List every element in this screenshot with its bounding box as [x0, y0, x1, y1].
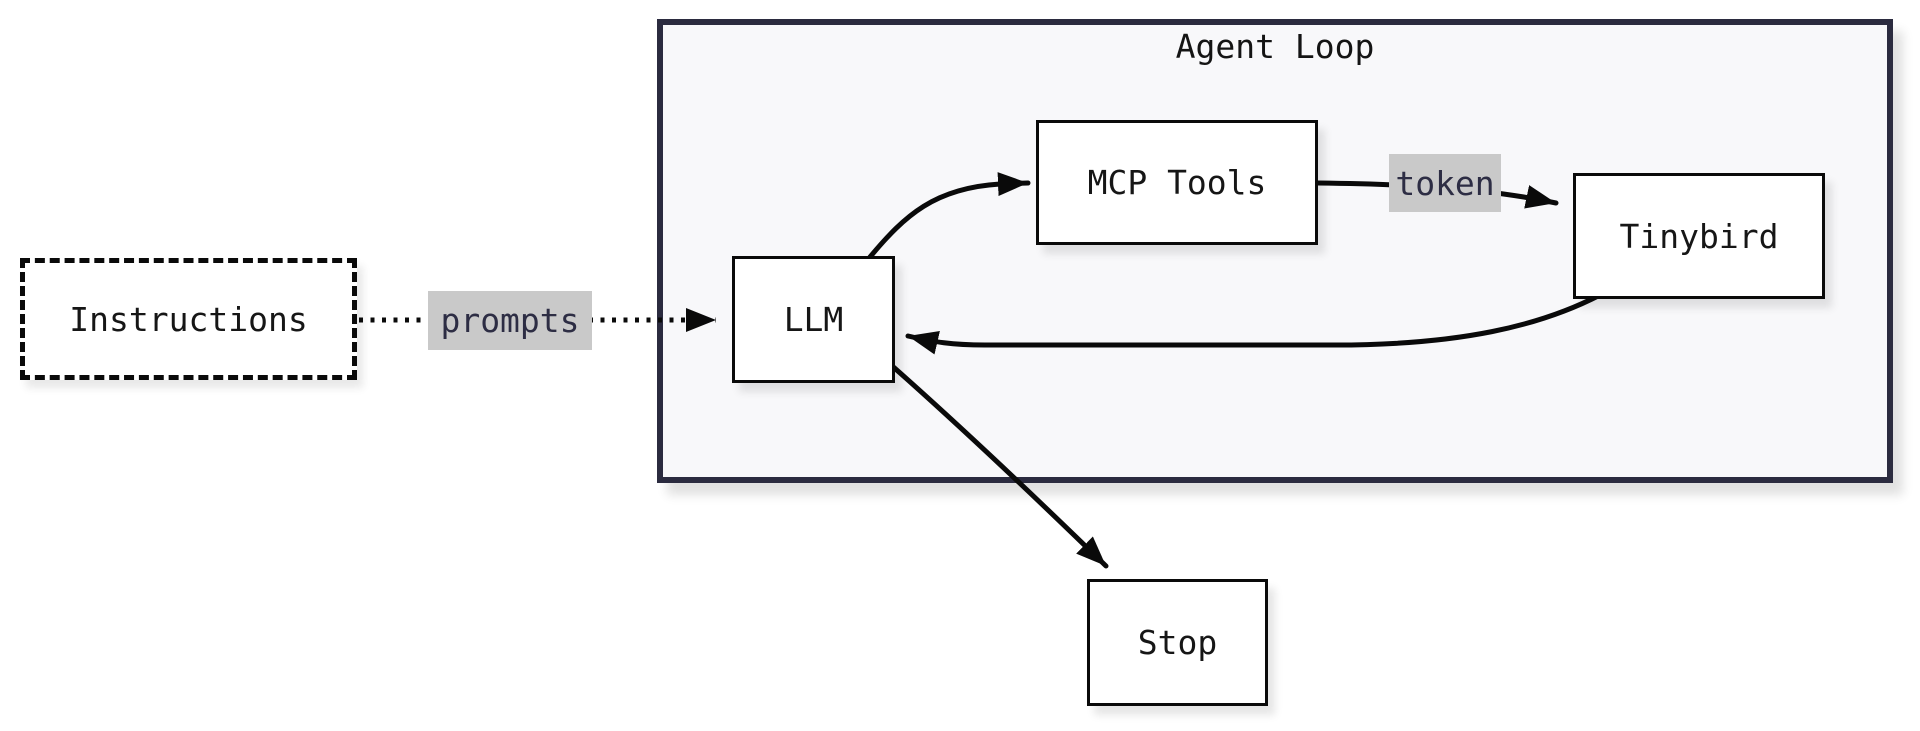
agent-loop-title: Agent Loop	[1175, 27, 1375, 66]
node-mcp-tools: MCP Tools	[1036, 120, 1318, 245]
node-tinybird-label: Tinybird	[1619, 216, 1779, 256]
edge-label-prompts: prompts	[428, 291, 592, 350]
node-llm-label: LLM	[783, 300, 844, 339]
edge-label-token: token	[1389, 154, 1501, 212]
node-instructions: Instructions	[20, 258, 357, 380]
node-mcp-tools-label: MCP Tools	[1087, 163, 1267, 202]
node-stop: Stop	[1087, 579, 1268, 706]
node-stop-label: Stop	[1137, 623, 1218, 662]
node-instructions-label: Instructions	[69, 299, 308, 339]
node-tinybird: Tinybird	[1573, 173, 1825, 299]
node-llm: LLM	[732, 256, 895, 383]
